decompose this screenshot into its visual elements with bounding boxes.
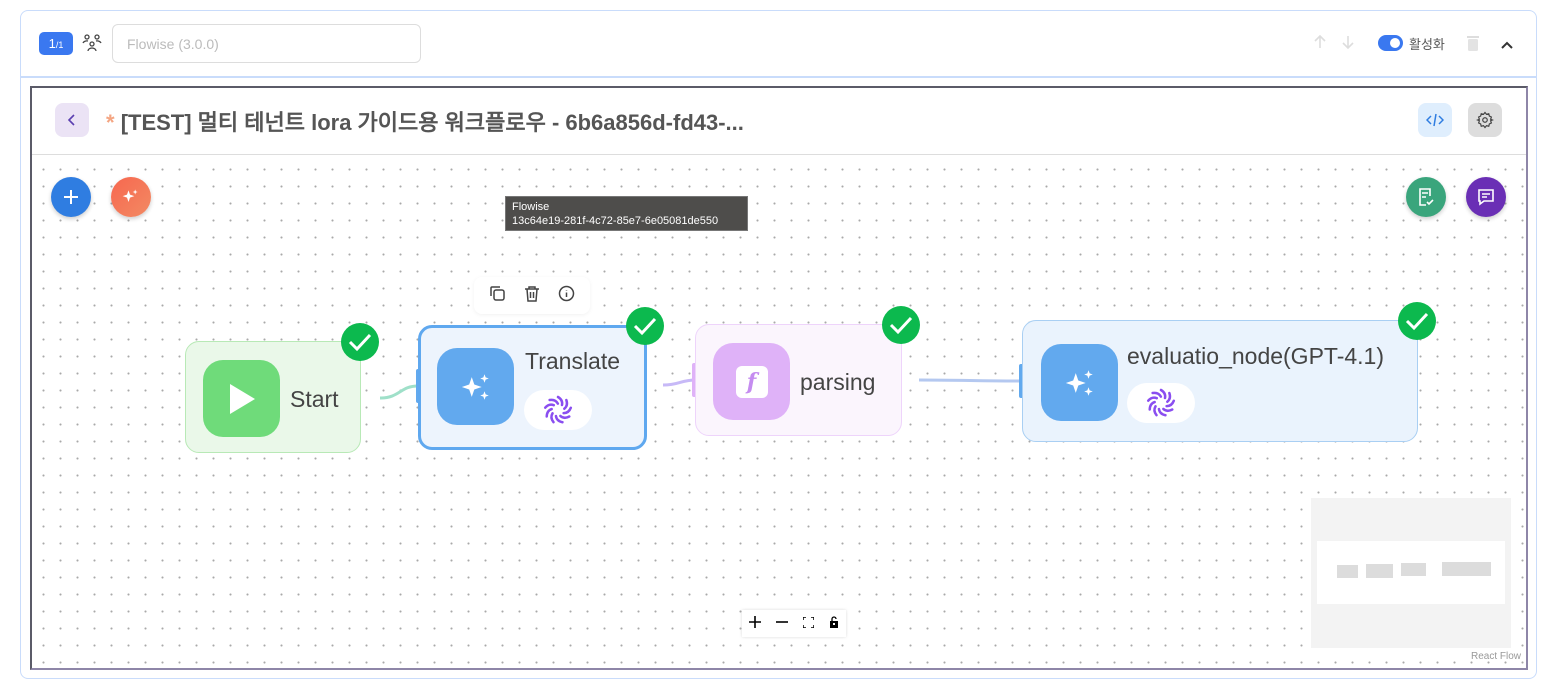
users-icon[interactable] bbox=[82, 33, 102, 58]
chat-button[interactable] bbox=[1466, 177, 1506, 217]
plus-icon bbox=[64, 190, 78, 204]
minimap-node bbox=[1366, 564, 1393, 578]
check-icon bbox=[341, 323, 379, 361]
delete-icon[interactable] bbox=[524, 285, 540, 307]
active-toggle[interactable] bbox=[1378, 35, 1403, 51]
flow-card bbox=[20, 10, 1537, 679]
chevron-up-icon[interactable] bbox=[1500, 37, 1514, 55]
zoom-in-icon[interactable] bbox=[749, 615, 762, 633]
sparkles-icon bbox=[437, 348, 514, 425]
tooltip: Flowise 13c64e19-281f-4c72-85e7-6e05081de… bbox=[505, 196, 748, 231]
clipboard-check-icon bbox=[1419, 188, 1434, 206]
node-parsing[interactable]: f parsing bbox=[695, 324, 902, 436]
generate-button[interactable] bbox=[111, 177, 151, 217]
check-icon bbox=[626, 307, 664, 345]
validation-button[interactable] bbox=[1406, 177, 1446, 217]
editor-header: * [TEST] 멀티 테넌트 lora 가이드용 워크플로우 - 6b6a85… bbox=[32, 88, 1526, 155]
function-icon: f bbox=[713, 343, 790, 420]
flow-name-input[interactable] bbox=[112, 24, 421, 63]
minimap-node bbox=[1442, 562, 1491, 576]
model-chip bbox=[1127, 383, 1195, 423]
node-label: Start bbox=[290, 386, 339, 412]
minimap-node bbox=[1401, 563, 1426, 576]
badge-current: 1 bbox=[48, 36, 56, 51]
settings-button[interactable] bbox=[1468, 103, 1502, 137]
toggle-label: 활성화 bbox=[1409, 37, 1445, 52]
page-badge: 1/1 bbox=[39, 32, 73, 55]
node-label: evaluatio_node(GPT-4.1) bbox=[1127, 343, 1384, 369]
sparkles-icon bbox=[1041, 344, 1118, 421]
gear-icon bbox=[1476, 111, 1494, 129]
arrow-up-icon[interactable] bbox=[1312, 34, 1328, 55]
play-icon bbox=[203, 360, 280, 437]
model-logo-icon bbox=[543, 395, 573, 424]
node-start[interactable]: Start bbox=[185, 341, 361, 453]
divider bbox=[21, 76, 1536, 78]
add-node-button[interactable] bbox=[51, 177, 91, 217]
react-flow-attribution[interactable]: React Flow bbox=[1471, 651, 1522, 662]
sparkles-icon bbox=[122, 189, 138, 202]
copy-icon[interactable] bbox=[489, 285, 506, 307]
minimap[interactable] bbox=[1311, 498, 1511, 648]
embed-code-button[interactable] bbox=[1418, 103, 1452, 137]
node-evaluation[interactable]: evaluatio_node(GPT-4.1) bbox=[1022, 320, 1418, 442]
flow-title: [TEST] 멀티 테넌트 lora 가이드용 워크플로우 - 6b6a856d… bbox=[120, 110, 744, 135]
check-icon bbox=[1398, 302, 1436, 340]
zoom-controls bbox=[742, 610, 846, 637]
edge-start-translate[interactable] bbox=[379, 384, 419, 400]
zoom-out-icon[interactable] bbox=[776, 615, 789, 633]
model-chip bbox=[524, 390, 592, 430]
node-label: Translate bbox=[525, 348, 621, 374]
badge-total: /1 bbox=[55, 40, 64, 50]
unsaved-marker: * bbox=[106, 110, 115, 135]
model-logo-icon bbox=[1146, 388, 1176, 417]
info-icon[interactable] bbox=[558, 285, 575, 307]
tooltip-id: 13c64e19-281f-4c72-85e7-6e05081de550 bbox=[512, 215, 719, 227]
lock-icon[interactable] bbox=[829, 615, 839, 633]
arrow-down-icon[interactable] bbox=[1340, 34, 1356, 55]
page-title: * [TEST] 멀티 테넌트 lora 가이드용 워크플로우 - 6b6a85… bbox=[106, 105, 744, 137]
node-translate[interactable]: Translate bbox=[418, 325, 647, 450]
trash-icon[interactable] bbox=[1466, 34, 1480, 56]
code-icon bbox=[1426, 113, 1444, 127]
edge-parsing-evaluation[interactable] bbox=[918, 378, 1023, 383]
minimap-node bbox=[1337, 565, 1358, 578]
check-icon bbox=[882, 306, 920, 344]
tooltip-title: Flowise bbox=[512, 201, 550, 213]
node-toolbar bbox=[474, 277, 590, 314]
fit-view-icon[interactable] bbox=[802, 615, 815, 633]
node-label: parsing bbox=[800, 369, 876, 395]
chevron-left-icon bbox=[67, 114, 75, 126]
back-button[interactable] bbox=[55, 103, 89, 137]
chat-icon bbox=[1478, 189, 1494, 206]
